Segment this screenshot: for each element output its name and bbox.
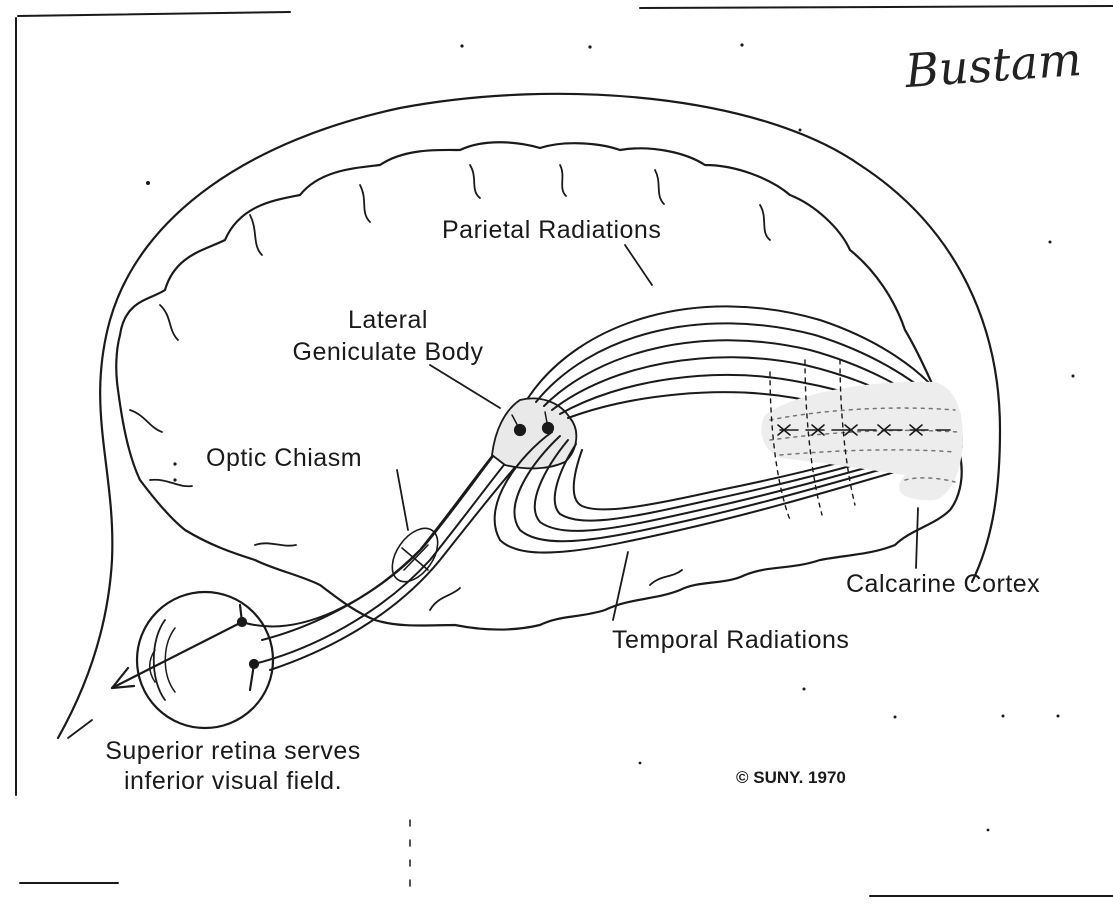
calcarine-cortex xyxy=(761,360,962,520)
label-temporal-radiations: Temporal Radiations xyxy=(612,626,849,654)
label-retina-line2: inferior visual field. xyxy=(58,767,408,795)
label-lateral-line1: Lateral xyxy=(268,306,508,334)
label-lateral-line2: Geniculate Body xyxy=(268,338,508,366)
copyright-notice: © SUNY. 1970 xyxy=(736,764,846,792)
visual-field-arrow xyxy=(112,622,242,688)
eye xyxy=(137,592,273,728)
label-retina-line1: Superior retina serves xyxy=(58,737,408,765)
lateral-geniculate-body xyxy=(492,398,576,468)
label-optic-chiasm: Optic Chiasm xyxy=(206,444,362,472)
label-calcarine-cortex: Calcarine Cortex xyxy=(846,570,1040,598)
label-parietal-radiations: Parietal Radiations xyxy=(442,216,661,244)
